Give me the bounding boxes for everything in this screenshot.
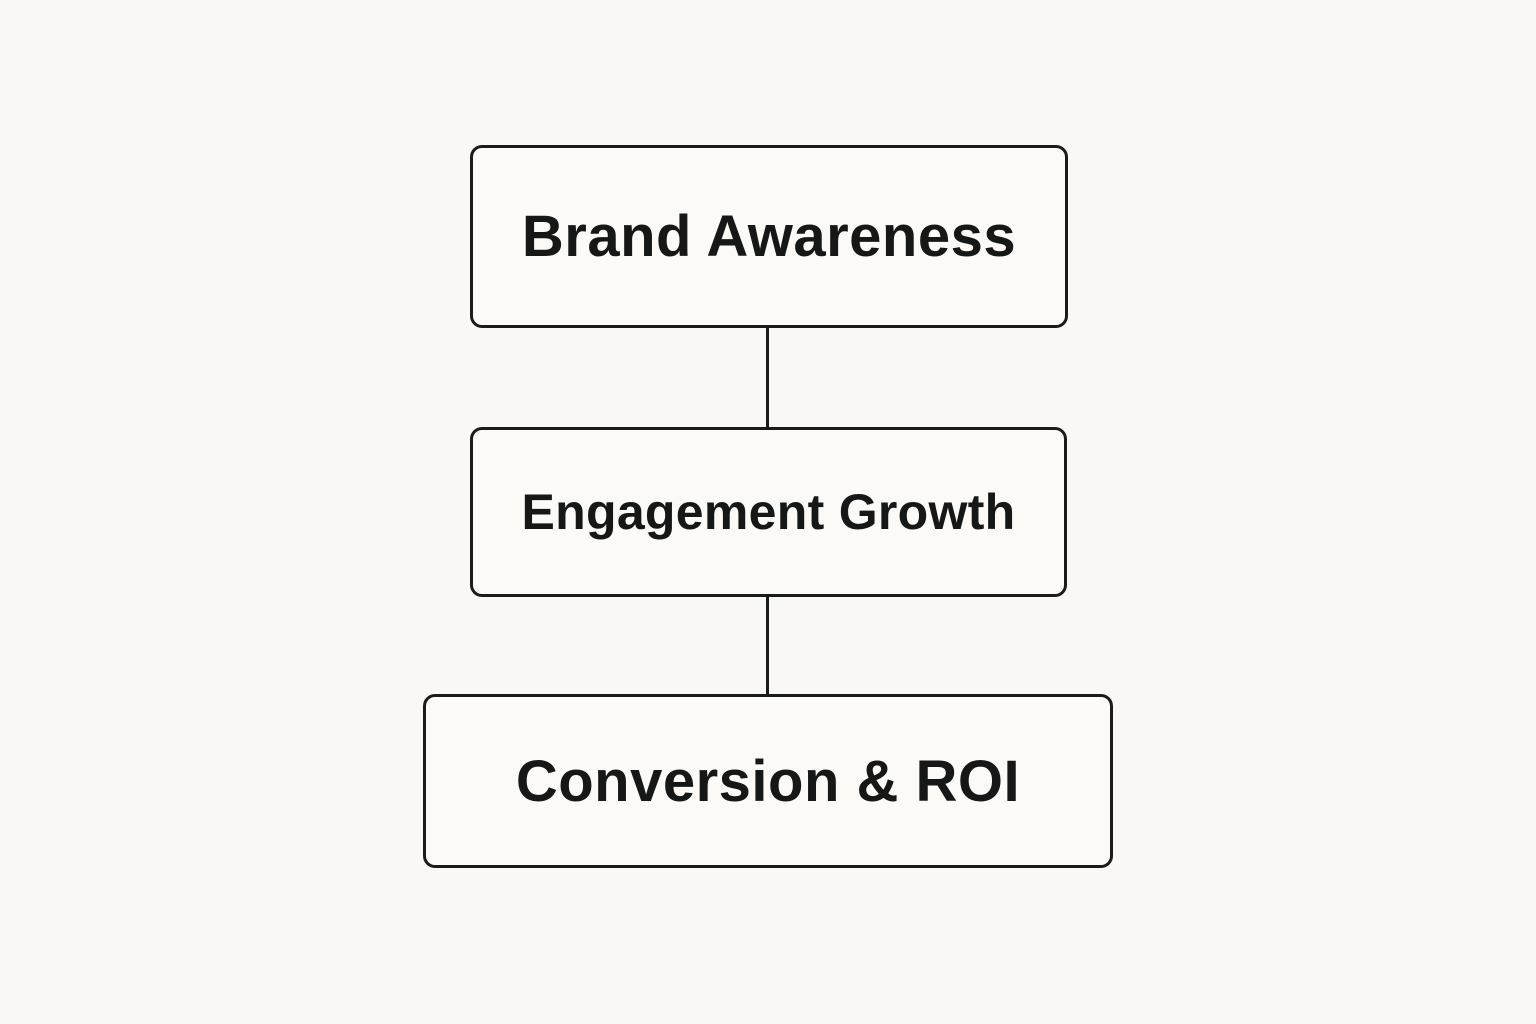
connector-line — [766, 327, 769, 428]
stage-box-conversion-roi: Conversion & ROI — [423, 694, 1113, 868]
stage-box-engagement-growth: Engagement Growth — [470, 427, 1067, 597]
stage-label: Conversion & ROI — [515, 748, 1021, 814]
stage-box-brand-awareness: Brand Awareness — [470, 145, 1068, 328]
connector-line — [766, 596, 769, 695]
stage-label: Brand Awareness — [521, 204, 1017, 269]
stage-label: Engagement Growth — [521, 484, 1016, 540]
